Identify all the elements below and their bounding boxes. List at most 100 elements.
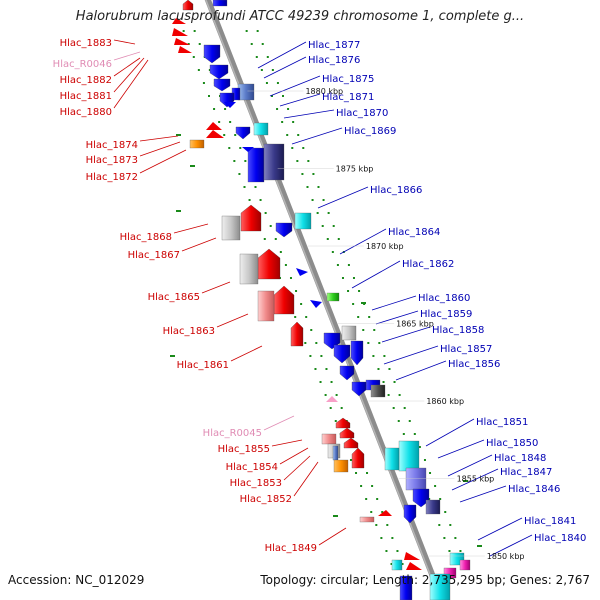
minus-gene-label[interactable]: Hlac_1855 <box>218 444 270 455</box>
orf-tick <box>248 199 251 201</box>
plus-gene-label[interactable]: Hlac_1860 <box>418 293 470 304</box>
gene-block <box>333 459 349 473</box>
minus-gene-label[interactable]: Hlac_1872 <box>86 172 138 183</box>
orf-tick <box>197 69 200 71</box>
gene-arrow-plus <box>351 381 367 397</box>
plus-gene-label[interactable]: Hlac_1864 <box>388 227 440 238</box>
scale-tick-label: 1880 kbp <box>305 87 343 96</box>
gene-block <box>221 215 241 241</box>
orf-tick <box>233 160 236 162</box>
plus-gene-label[interactable]: Hlac_1841 <box>524 516 576 527</box>
label-leader <box>181 237 217 252</box>
orf-tick <box>375 524 378 526</box>
plus-gene-label[interactable]: Hlac_1840 <box>534 533 586 544</box>
orf-tick <box>329 407 332 409</box>
plus-gene-label[interactable]: Hlac_1850 <box>486 438 538 449</box>
minus-gene-label[interactable]: Hlac_1868 <box>120 232 172 243</box>
orf-tick <box>397 420 400 422</box>
minus-strand-genes <box>172 0 422 570</box>
label-leader <box>283 455 311 481</box>
plus-gene-label[interactable]: Hlac_1851 <box>476 417 528 428</box>
gene-arrow-minus <box>174 38 190 45</box>
orf-tick <box>334 420 337 422</box>
orf-tick <box>302 147 305 149</box>
label-leader <box>113 57 145 93</box>
gene-arrow-minus <box>378 510 392 516</box>
orf-tick <box>295 290 298 292</box>
orf-tick <box>332 225 335 227</box>
orf-tick <box>336 264 339 266</box>
orf-tick-long <box>176 210 181 212</box>
orf-tick <box>287 108 290 110</box>
orf-tick <box>362 329 365 331</box>
orf-tick <box>312 173 315 175</box>
minus-gene-label[interactable]: Hlac_1883 <box>60 38 112 49</box>
orf-tick <box>349 459 352 461</box>
orf-tick <box>239 147 242 149</box>
minus-gene-label[interactable]: Hlac_1880 <box>60 107 112 118</box>
label-leader <box>269 75 321 97</box>
orf-tick <box>276 82 279 84</box>
plus-gene-label[interactable]: Hlac_1875 <box>322 74 374 85</box>
orf-tick <box>368 316 371 318</box>
label-leader <box>447 454 493 477</box>
plus-gene-label[interactable]: Hlac_1876 <box>308 55 360 66</box>
plus-gene-label[interactable]: Hlac_1847 <box>500 467 552 478</box>
plus-gene-label[interactable]: Hlac_1858 <box>432 325 484 336</box>
plus-gene-label[interactable]: Hlac_1846 <box>508 484 560 495</box>
minus-gene-label[interactable]: Hlac_1861 <box>177 360 229 371</box>
plus-gene-label[interactable]: Hlac_1869 <box>344 126 396 137</box>
label-leader <box>113 51 141 61</box>
minus-gene-label[interactable]: Hlac_1873 <box>86 155 138 166</box>
gene-arrow-minus <box>343 437 359 449</box>
minus-gene-label[interactable]: Hlac_1853 <box>230 478 282 489</box>
minus-gene-label[interactable]: Hlac_1882 <box>60 75 112 86</box>
label-leader <box>459 485 507 503</box>
plus-gene-label[interactable]: Hlac_1877 <box>308 40 360 51</box>
gene-arrow-plus <box>275 222 293 238</box>
orf-tick <box>358 290 361 292</box>
gene-arrow-minus <box>273 285 295 315</box>
minus-gene-label[interactable]: Hlac_1881 <box>60 91 112 102</box>
plus-gene-label[interactable]: Hlac_1862 <box>402 259 454 270</box>
plus-gene-label[interactable]: Hlac_1870 <box>336 108 388 119</box>
orf-tick <box>300 303 303 305</box>
plus-gene-label[interactable]: Hlac_1856 <box>448 359 500 370</box>
orf-tick <box>259 199 262 201</box>
gene-arrow-minus <box>206 122 222 130</box>
minus-gene-label[interactable]: Hlac_1867 <box>128 250 180 261</box>
minus-gene-label[interactable]: Hlac_1849 <box>265 543 317 554</box>
gene-block <box>253 122 269 136</box>
scale-tick-label: 1855 kbp <box>457 475 495 484</box>
plus-gene-label[interactable]: Hlac_1871 <box>322 92 374 103</box>
gene-arrow-minus <box>182 0 194 11</box>
orf-tick <box>269 225 272 227</box>
minus-gene-label[interactable]: Hlac_1863 <box>163 326 215 337</box>
orf-tick <box>297 134 300 136</box>
gene-arrow-plus <box>296 268 308 276</box>
label-leader <box>139 135 179 142</box>
orf-tick <box>282 95 284 97</box>
orf-tick <box>271 95 273 97</box>
orf-tick <box>306 186 309 188</box>
plus-gene-label[interactable]: Hlac_1866 <box>370 185 422 196</box>
plus-gene-label[interactable]: Hlac_1848 <box>494 453 546 464</box>
orf-tick <box>326 238 329 240</box>
orf-tick <box>250 43 253 45</box>
orf-tick <box>218 121 221 123</box>
minus-gene-label[interactable]: Hlac_1865 <box>148 292 200 303</box>
minus-gene-label[interactable]: Hlac_R0045 <box>203 428 262 439</box>
minus-gene-label[interactable]: Hlac_1854 <box>226 462 278 473</box>
minus-gene-label[interactable]: Hlac_R0046 <box>53 59 112 70</box>
minus-gene-label[interactable]: Hlac_1852 <box>240 494 292 505</box>
plus-gene-label[interactable]: Hlac_1857 <box>440 344 492 355</box>
minus-gene-label[interactable]: Hlac_1874 <box>86 140 138 151</box>
plus-gene-label[interactable]: Hlac_1859 <box>420 309 472 320</box>
orf-tick <box>387 394 390 396</box>
orf-tick <box>401 563 404 565</box>
orf-tick <box>208 95 210 97</box>
orf-tick <box>292 121 295 123</box>
orf-tick <box>294 316 297 318</box>
orf-tick <box>276 108 279 110</box>
label-leader <box>139 149 187 174</box>
